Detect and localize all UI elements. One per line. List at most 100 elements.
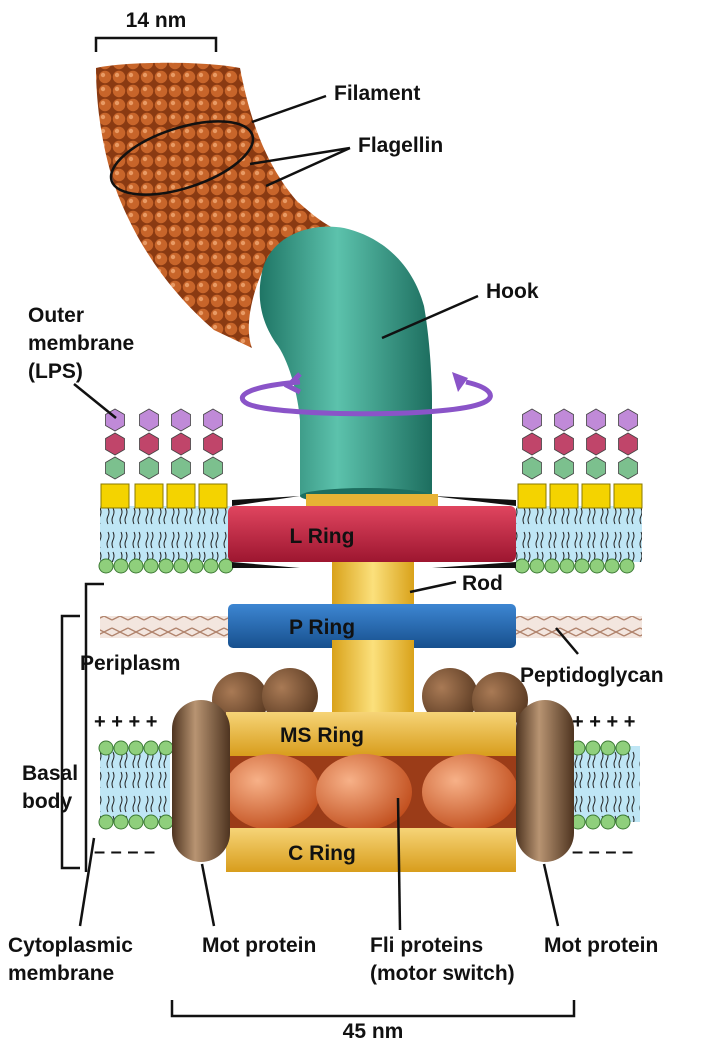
lipid-head: [560, 559, 574, 573]
label-outer-membrane-2: membrane: [28, 332, 134, 355]
lps-squares-right: [518, 484, 642, 508]
lps-sugar: [204, 433, 223, 455]
rod-collar: [306, 494, 438, 508]
lps-sugar: [587, 409, 606, 431]
l-ring-label: L Ring: [290, 525, 355, 548]
cytoplasmic-membrane-left: [100, 746, 170, 822]
label-outer-membrane-1: Outer: [28, 304, 84, 327]
lps-sugar: [587, 457, 606, 479]
lipid-head: [616, 815, 630, 829]
lps-sugar: [106, 433, 125, 455]
lipid-head: [616, 741, 630, 755]
outer-membrane-right: [516, 506, 642, 562]
lipid-head: [545, 559, 559, 573]
ms-ring-label: MS Ring: [280, 724, 364, 747]
lps-sugar: [619, 457, 638, 479]
fli-proteins: [224, 754, 518, 830]
lps-sugar: [106, 457, 125, 479]
lps-sugar: [172, 409, 191, 431]
lipid-head: [601, 741, 615, 755]
lps-sugar: [619, 433, 638, 455]
ms-ring: MS Ring: [226, 712, 516, 756]
cytoplasmic-membrane-right: [572, 746, 640, 822]
hook: [260, 227, 432, 504]
lipid-head: [159, 815, 173, 829]
charges-negative-left: – – – –: [94, 841, 155, 863]
lipid-head: [144, 815, 158, 829]
charges-positive-right: + + + +: [572, 711, 635, 733]
l-ring: L Ring: [228, 506, 516, 562]
lps-sugar: [523, 457, 542, 479]
c-ring: C Ring: [226, 828, 516, 872]
label-fli-proteins-2: (motor switch): [370, 962, 515, 985]
lipid-head: [129, 815, 143, 829]
scale-label-bottom: 45 nm: [343, 1020, 404, 1043]
p-ring-label: P Ring: [289, 616, 355, 639]
peptidoglycan-right: [516, 616, 642, 638]
lps-sugar: [555, 409, 574, 431]
outer-membrane-left: [100, 506, 232, 562]
mot-protein-right: [516, 700, 574, 862]
lipid-head: [129, 559, 143, 573]
lipid-head: [174, 559, 188, 573]
lps-squares-left: [101, 484, 227, 508]
lps-sugar: [204, 457, 223, 479]
lipid-head: [590, 559, 604, 573]
lps-sugar: [587, 433, 606, 455]
lps-sugar: [204, 409, 223, 431]
label-periplasm: Periplasm: [80, 652, 180, 675]
mot-protein-left: [172, 700, 230, 862]
lipid-head: [620, 559, 634, 573]
lipid-head: [189, 559, 203, 573]
lipid-head: [204, 559, 218, 573]
wedge-bottom-left: [232, 562, 300, 568]
c-ring-label: C Ring: [288, 842, 356, 865]
lps-sugar: [555, 433, 574, 455]
lipid-head: [515, 559, 529, 573]
lipid-head: [575, 559, 589, 573]
lps-sugar: [140, 409, 159, 431]
peptidoglycan-left: [100, 616, 230, 638]
lipid-head: [586, 741, 600, 755]
label-mot-protein-right: Mot protein: [544, 934, 658, 957]
lps-sugar: [555, 457, 574, 479]
lps-sugar: [140, 433, 159, 455]
lipid-head: [605, 559, 619, 573]
label-basal-body-2: body: [22, 790, 72, 813]
lipid-head: [99, 559, 113, 573]
wedge-bottom-right: [432, 562, 516, 568]
label-hook: Hook: [486, 280, 539, 303]
lipid-head: [114, 741, 128, 755]
label-cytoplasmic-2: membrane: [8, 962, 114, 985]
lipid-head: [144, 741, 158, 755]
label-filament: Filament: [334, 82, 420, 105]
scale-bar-14nm: 14 nm: [96, 9, 216, 52]
label-outer-membrane-3: (LPS): [28, 360, 83, 383]
charges-positive-left: + + + +: [94, 711, 157, 733]
lps-sugar: [523, 409, 542, 431]
label-rod: Rod: [462, 572, 503, 595]
label-cytoplasmic-1: Cytoplasmic: [8, 934, 133, 957]
lipid-head: [99, 741, 113, 755]
wedge-top-right: [432, 496, 516, 506]
label-fli-proteins-1: Fli proteins: [370, 934, 483, 957]
lipid-head: [530, 559, 544, 573]
wedge-top-left: [232, 496, 300, 506]
scale-label-top: 14 nm: [126, 9, 187, 32]
lps-sugar: [619, 409, 638, 431]
lipid-head: [144, 559, 158, 573]
label-basal-body-1: Basal: [22, 762, 78, 785]
lps-sugar: [140, 457, 159, 479]
lipid-head: [159, 741, 173, 755]
lps-sugar: [172, 457, 191, 479]
label-mot-protein-left: Mot protein: [202, 934, 316, 957]
lps-sugar: [523, 433, 542, 455]
lipid-head: [129, 741, 143, 755]
lipid-head: [159, 559, 173, 573]
lipid-head: [586, 815, 600, 829]
lipid-head: [99, 815, 113, 829]
lipid-head: [114, 815, 128, 829]
lipid-head: [114, 559, 128, 573]
